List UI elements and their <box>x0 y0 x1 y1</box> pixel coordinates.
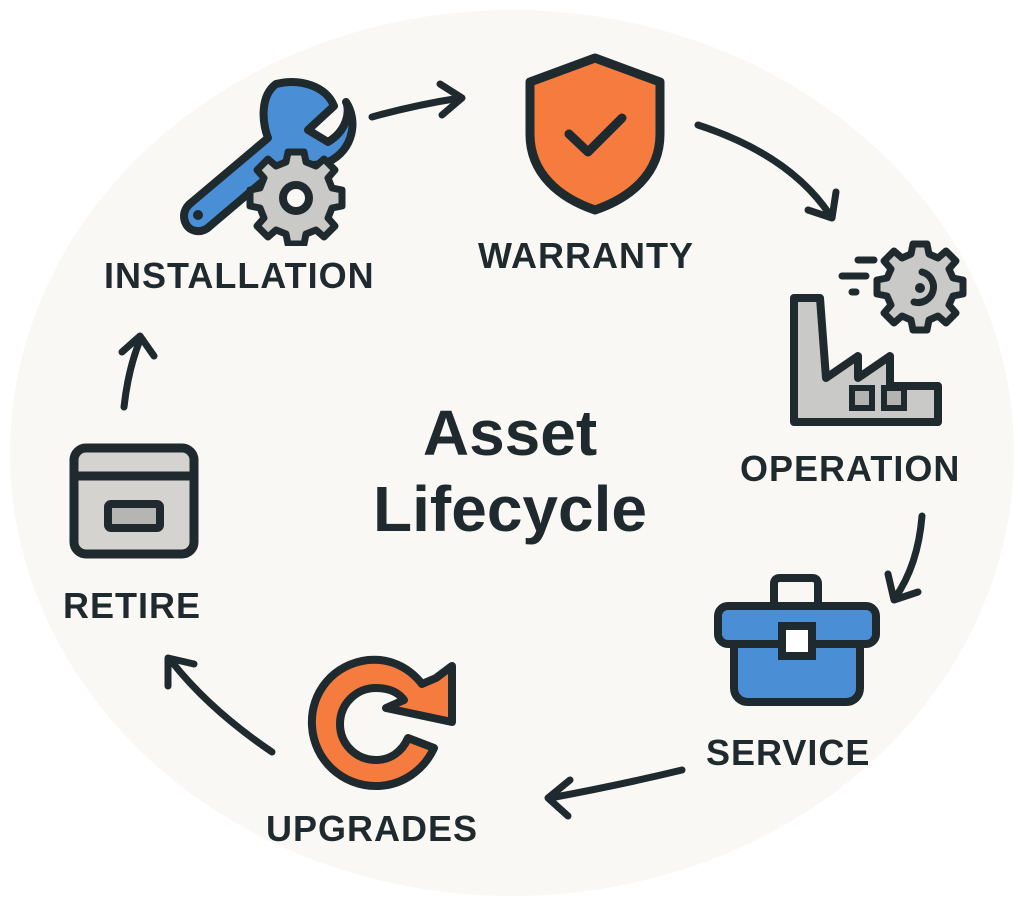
shield-check-icon <box>525 53 665 215</box>
arrow-operation-to-service <box>884 512 926 604</box>
stage-label: OPERATION <box>740 448 961 489</box>
arrow-installation-to-warranty <box>368 80 466 121</box>
title-line-1: Asset <box>422 397 598 469</box>
factory-gear-icon <box>790 240 967 426</box>
arrow-retire-to-installation <box>118 332 158 411</box>
stage-label: UPGRADES <box>266 808 479 849</box>
wrench-gear-icon <box>180 78 357 246</box>
title-line-2: Lifecycle <box>373 473 647 545</box>
diagram-title: Asset Lifecycle <box>330 395 690 547</box>
refresh-arrow-icon <box>307 655 456 790</box>
arrow-warranty-to-operation <box>694 121 840 222</box>
stage-label: WARRANTY <box>478 235 694 276</box>
stage-label: RETIRE <box>63 585 202 626</box>
arrow-upgrades-to-retire <box>164 654 276 756</box>
arrow-service-to-upgrades <box>544 766 686 820</box>
stage-label: SERVICE <box>706 732 871 773</box>
stage-label: INSTALLATION <box>104 255 375 296</box>
archive-box-icon <box>69 443 199 559</box>
toolbox-icon <box>714 574 880 706</box>
